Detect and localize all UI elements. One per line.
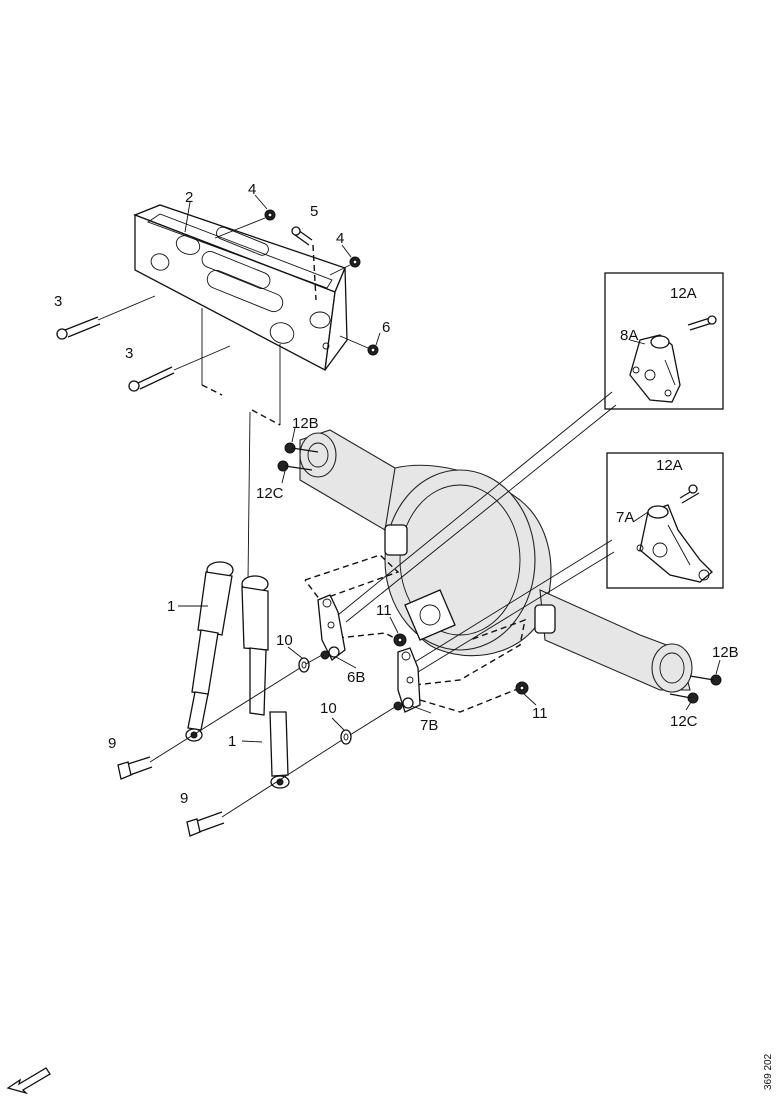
bolt-part: [56, 295, 231, 392]
callout-label: 4: [248, 181, 256, 198]
nut-part: [393, 633, 529, 695]
callout-label: 12C: [670, 713, 698, 730]
callout-label: 9: [108, 735, 116, 752]
callout-label: 3: [54, 293, 62, 310]
callout-label: 3: [125, 345, 133, 362]
callout-label: 1: [167, 598, 175, 615]
bolt-part: [117, 654, 396, 837]
callout-label: 11: [376, 602, 392, 619]
callout-label: 10: [276, 632, 293, 649]
callout-label: 11: [532, 705, 548, 722]
callout-label: 7B: [420, 717, 438, 734]
shock-bracket-6b: [317, 594, 346, 661]
crossmember-part: [133, 204, 348, 372]
nut-part: [339, 335, 379, 356]
callout-label: 12C: [256, 485, 284, 502]
callout-label: 9: [180, 790, 188, 807]
detail-box-8a: [604, 272, 724, 410]
detail-box-7a: [606, 452, 724, 589]
bolt-part: [277, 442, 722, 704]
callout-label: 1: [228, 733, 236, 750]
callout-label: 5: [310, 203, 318, 220]
callout-label: 8A: [620, 327, 638, 344]
nut-part: [214, 209, 361, 276]
callout-label: 12B: [712, 644, 739, 661]
callout-label: 6: [382, 319, 390, 336]
shock-absorber: [241, 575, 290, 789]
direction-arrow-icon: [6, 1067, 51, 1095]
rear-axle-housing: [299, 429, 693, 693]
callout-label: 12A: [656, 457, 683, 474]
callout-label: 10: [320, 700, 337, 717]
callout-label: 4: [336, 230, 344, 247]
callout-label: 12B: [292, 415, 319, 432]
callout-label: 2: [185, 189, 193, 206]
callout-label: 12A: [670, 285, 697, 302]
washer-part: [298, 657, 352, 745]
bolt-part: [291, 226, 317, 301]
callout-label: 6B: [347, 669, 365, 686]
drawing-code: 369 202: [763, 1053, 774, 1090]
shock-bracket-7b: [393, 647, 421, 713]
callout-label: 7A: [616, 509, 634, 526]
